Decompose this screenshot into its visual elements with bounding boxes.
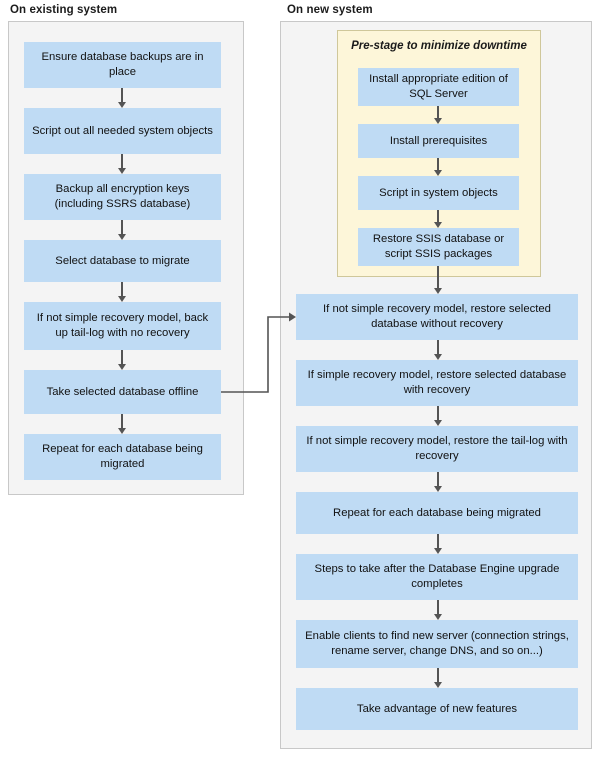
- process-box-restore-without-recovery[interactable]: If not simple recovery model, restore se…: [296, 294, 578, 340]
- process-box-label: Restore SSIS database or script SSIS pac…: [372, 233, 505, 260]
- process-box-label: If not simple recovery model, restore se…: [323, 303, 551, 330]
- process-box-take-database-offline[interactable]: Take selected database offline: [24, 370, 221, 414]
- process-box-label: Install prerequisites: [389, 134, 488, 147]
- process-box-restore-with-recovery[interactable]: If simple recovery model, restore select…: [296, 360, 578, 406]
- arrow-ensure-backups-to-script-objects: [118, 88, 127, 108]
- arrow-repeat-to-post-upgrade-steps: [434, 534, 443, 554]
- process-box-label: Take selected database offline: [46, 385, 199, 398]
- process-box-label: Ensure database backups are in place: [41, 51, 204, 78]
- process-box-label: Backup all encryption keys (including SS…: [54, 183, 191, 210]
- process-box-select-database[interactable]: Select database to migrate: [24, 240, 221, 282]
- process-box-repeat-each-database-new[interactable]: Repeat for each database being migrated: [296, 492, 578, 534]
- arrow-backup-tail-log-to-take-offline: [118, 350, 127, 370]
- process-box-script-in-system-objects[interactable]: Script in system objects: [358, 176, 519, 210]
- process-box-label: If not simple recovery model, back up ta…: [36, 312, 209, 339]
- arrow-script-objects-to-restore-ssis: [434, 210, 443, 228]
- process-box-install-sql-server[interactable]: Install appropriate edition of SQL Serve…: [358, 68, 519, 106]
- process-box-label: Take advantage of new features: [356, 702, 518, 715]
- arrow-restore-without-to-restore-with: [434, 340, 443, 360]
- process-box-label: Repeat for each database being migrated: [333, 506, 541, 519]
- process-box-backup-encryption-keys[interactable]: Backup all encryption keys (including SS…: [24, 174, 221, 220]
- arrow-script-objects-to-backup-keys: [118, 154, 127, 174]
- column-heading-new-system: On new system: [287, 4, 373, 16]
- process-box-label: Install appropriate edition of SQL Serve…: [369, 73, 508, 100]
- process-box-install-prerequisites[interactable]: Install prerequisites: [358, 124, 519, 158]
- process-box-ensure-backups[interactable]: Ensure database backups are in place: [24, 42, 221, 88]
- arrow-restore-ssis-to-restore-without-recovery: [434, 266, 443, 294]
- process-box-label: Select database to migrate: [55, 254, 190, 267]
- process-box-enable-clients[interactable]: Enable clients to find new server (conne…: [296, 620, 578, 668]
- arrow-restore-with-to-restore-tail-log: [434, 406, 443, 426]
- process-box-repeat-each-database-existing[interactable]: Repeat for each database being migrated: [24, 434, 221, 480]
- process-box-label: If not simple recovery model, restore th…: [306, 435, 568, 462]
- arrow-backup-keys-to-select-database: [118, 220, 127, 240]
- arrow-select-database-to-backup-tail-log: [118, 282, 127, 302]
- process-box-post-upgrade-steps[interactable]: Steps to take after the Database Engine …: [296, 554, 578, 600]
- process-box-restore-tail-log[interactable]: If not simple recovery model, restore th…: [296, 426, 578, 472]
- process-box-label: Repeat for each database being migrated: [42, 443, 203, 470]
- process-box-restore-ssis[interactable]: Restore SSIS database or script SSIS pac…: [358, 228, 519, 266]
- process-box-backup-tail-log[interactable]: If not simple recovery model, back up ta…: [24, 302, 221, 350]
- process-box-label: Enable clients to find new server (conne…: [305, 630, 569, 657]
- arrow-take-offline-to-repeat: [118, 414, 127, 434]
- arrow-enable-clients-to-take-advantage: [434, 668, 443, 688]
- arrow-prerequisites-to-script-objects: [434, 158, 443, 176]
- process-box-label: If simple recovery model, restore select…: [307, 369, 567, 396]
- arrow-install-sql-to-prerequisites: [434, 106, 443, 124]
- process-box-label: Script in system objects: [379, 186, 498, 199]
- process-box-take-advantage-new-features[interactable]: Take advantage of new features: [296, 688, 578, 730]
- arrow-post-upgrade-to-enable-clients: [434, 600, 443, 620]
- process-box-label: Script out all needed system objects: [32, 124, 213, 137]
- column-heading-existing-system: On existing system: [10, 4, 118, 16]
- process-box-label: Steps to take after the Database Engine …: [314, 563, 560, 590]
- arrow-restore-tail-log-to-repeat: [434, 472, 443, 492]
- process-box-script-system-objects[interactable]: Script out all needed system objects: [24, 108, 221, 154]
- prestage-group-title: Pre-stage to minimize downtime: [351, 40, 527, 52]
